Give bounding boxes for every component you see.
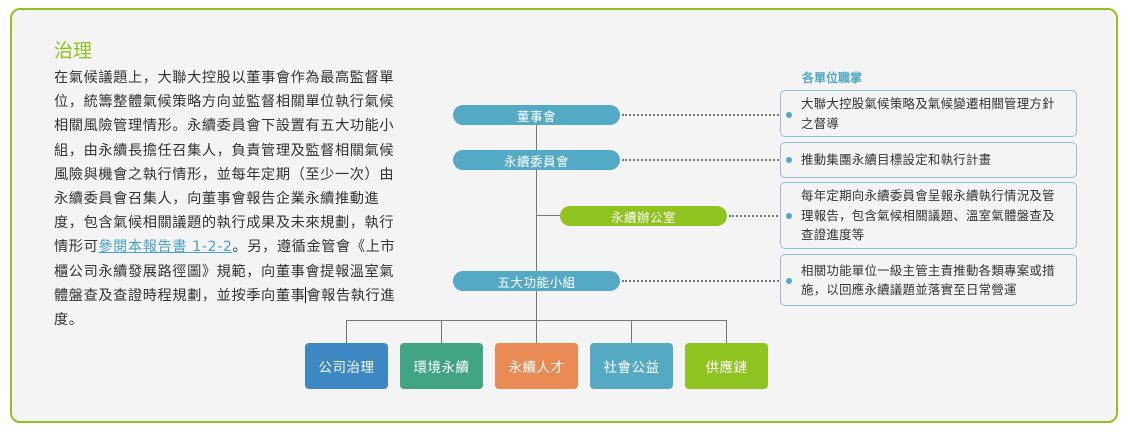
board-dotted-connector: [622, 114, 786, 116]
groups-node: 五大功能小組: [453, 271, 620, 291]
responsibility-text: 每年定期向永續委員會呈報永續執行情況及管理報告，包含氣候相關議題、溫室氣體盤查及…: [801, 188, 1055, 243]
office-branch-line: [536, 215, 560, 216]
report-reference-link[interactable]: 參閱本報告書 1-2-2: [98, 239, 233, 256]
bullet-dot-icon: [786, 213, 792, 219]
unit-drop-line-2: [441, 320, 442, 343]
unit-drop-line-3: [536, 320, 537, 343]
unit-social-welfare: 社會公益: [590, 343, 673, 389]
description-text-part-1: 在氣候議題上，大聯大控股以董事會作為最高監督單位，統籌整體氣候策略方向並監督相關…: [54, 70, 395, 256]
responsibility-office: 每年定期向永續委員會呈報永續執行情況及管理報告，包含氣候相關議題、溫室氣體盤查及…: [780, 182, 1077, 249]
office-node: 永續辦公室: [560, 206, 727, 226]
bullet-dot-icon: [786, 278, 792, 284]
governance-description: 在氣候議題上，大聯大控股以董事會作為最高監督單位，統籌整體氣候策略方向並監督相關…: [54, 66, 399, 332]
responsibility-committee: 推動集團永續目標設定和執行計畫: [780, 142, 1077, 178]
unit-drop-line-1: [346, 320, 347, 343]
committee-node: 永續委員會: [453, 150, 620, 170]
office-dotted-connector: [729, 215, 786, 217]
main-trunk-line: [536, 115, 537, 320]
responsibilities-title: 各單位職掌: [802, 71, 863, 85]
responsibility-groups: 相關功能單位一級主管主責推動各類專案或措施，以回應永續議題並落實至日常營運: [780, 254, 1077, 306]
committee-dotted-connector: [622, 159, 786, 161]
board-node: 董事會: [453, 105, 620, 125]
responsibility-text: 相關功能單位一級主管主責推動各類專案或措施，以回應永續議題並落實至日常營運: [801, 262, 1055, 298]
description-text-part-2: 。另，遵循金管會《上市櫃公司永續發展路徑圖》規範，向董事會提報溫室氣體盤查及查證…: [54, 239, 396, 304]
unit-sustainable-talent: 永續人才: [495, 343, 578, 389]
unit-supply-chain: 供應鏈: [685, 343, 768, 389]
responsibility-text: 推動集團永續目標設定和執行計畫: [801, 152, 992, 168]
unit-corporate-governance: 公司治理: [305, 343, 388, 389]
description-text-part-3: 會報告執行進度。: [54, 287, 396, 329]
responsibility-board: 大聯大控股氣候策略及氣候變遷相關管理方針之督導: [780, 90, 1077, 137]
unit-drop-line-5: [726, 320, 727, 343]
unit-drop-line-4: [631, 320, 632, 343]
responsibility-text: 大聯大控股氣候策略及氣候變遷相關管理方針之督導: [801, 96, 1055, 131]
unit-environmental-sustainability: 環境永續: [400, 343, 483, 389]
section-title: 治理: [54, 40, 93, 62]
text-cursor: [305, 286, 307, 303]
groups-dotted-connector: [622, 280, 786, 282]
bullet-dot-icon: [786, 157, 792, 163]
bullet-dot-icon: [786, 112, 792, 118]
